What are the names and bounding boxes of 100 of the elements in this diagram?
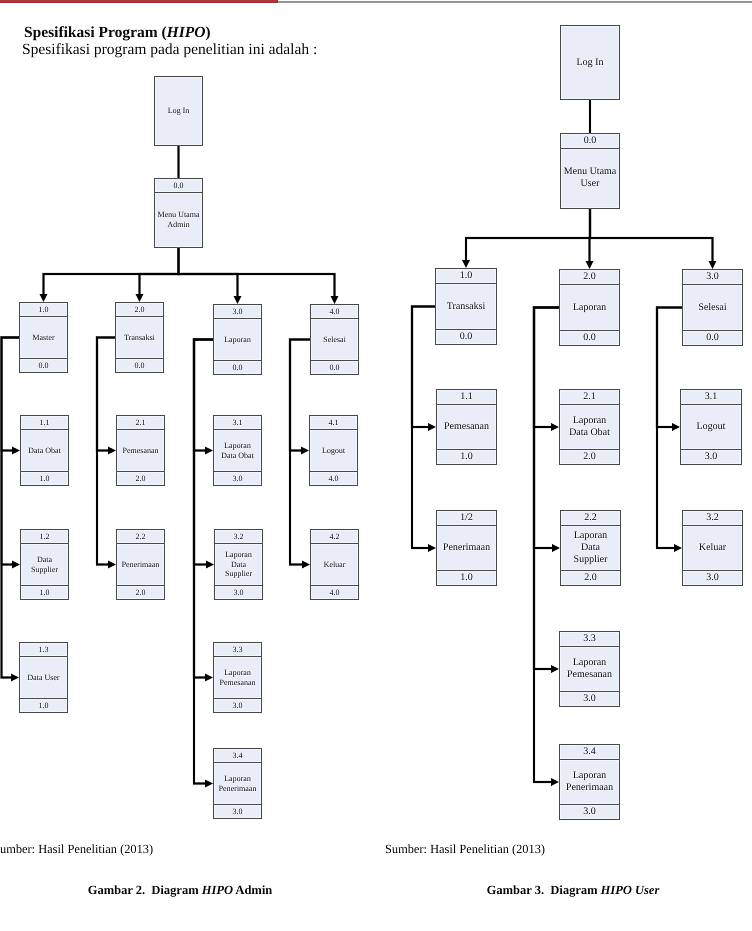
module-name: Laporan bbox=[572, 302, 606, 314]
hipo-box bbox=[154, 76, 203, 146]
connector-line bbox=[588, 100, 592, 133]
module-number: 2.1 bbox=[136, 418, 146, 426]
module-number: 3.4 bbox=[232, 752, 242, 760]
module-number: 4.0 bbox=[330, 308, 340, 316]
module-number: 2.2 bbox=[584, 513, 597, 523]
module-name: Pemesanan bbox=[444, 421, 489, 433]
module-number: 4.2 bbox=[330, 532, 340, 540]
module-name: Laporan Penerimaan bbox=[564, 770, 614, 794]
hipo-box bbox=[559, 631, 620, 707]
parent-number: 2.0 bbox=[584, 573, 597, 583]
parent-number: 0.0 bbox=[330, 364, 340, 372]
module-name: Master bbox=[32, 332, 55, 342]
parent-number: 3.0 bbox=[583, 694, 596, 704]
hipo-box bbox=[20, 415, 69, 486]
parent-number: 3.0 bbox=[232, 474, 242, 482]
arrow bbox=[532, 306, 559, 786]
module-name: Penerimaan bbox=[122, 560, 160, 570]
module-number: 3.1 bbox=[232, 418, 242, 426]
parent-number: 3.0 bbox=[706, 573, 719, 583]
hipo-box bbox=[20, 529, 69, 600]
source-note: Sumber: Hasil Penelitian (2013) bbox=[385, 842, 546, 856]
module-name: Data Supplier bbox=[30, 555, 60, 574]
module-name: Log In bbox=[168, 106, 190, 116]
parent-number: 3.0 bbox=[704, 452, 718, 462]
module-name: Laporan Data Obat bbox=[568, 415, 611, 439]
module-number: 3.3 bbox=[232, 646, 242, 654]
module-number: 4.1 bbox=[328, 418, 338, 426]
hipo-box bbox=[214, 529, 263, 600]
parent-number: 0.0 bbox=[134, 362, 144, 370]
module-name: Data Obat bbox=[28, 446, 61, 456]
module-name: Data User bbox=[27, 672, 60, 682]
module-number: 0.0 bbox=[174, 182, 184, 190]
module-name: Laporan Data Obat bbox=[220, 441, 255, 460]
hipo-box bbox=[560, 510, 621, 586]
module-name: Transaksi bbox=[124, 332, 155, 342]
hipo-box bbox=[682, 510, 743, 586]
hipo-box bbox=[213, 642, 262, 713]
module-number: 3.3 bbox=[583, 634, 596, 644]
parent-number: 0.0 bbox=[583, 333, 596, 343]
arrow bbox=[177, 248, 338, 304]
hipo-box bbox=[115, 302, 164, 373]
hipo-box bbox=[213, 748, 262, 819]
module-name: Selesai bbox=[323, 334, 346, 344]
arrow bbox=[588, 209, 716, 269]
parent-number: 0.0 bbox=[706, 333, 719, 343]
hipo-box bbox=[213, 304, 262, 375]
hipo-box bbox=[310, 529, 359, 600]
module-number: 2.0 bbox=[134, 306, 144, 314]
intro-text: Spesifikasi program pada penelitian ini adalah : bbox=[22, 41, 318, 59]
arrow bbox=[288, 338, 310, 568]
hipo-box bbox=[682, 269, 743, 346]
module-number: 0.0 bbox=[584, 136, 596, 146]
module-name: Pemesanan bbox=[122, 446, 158, 456]
module-name: Selesai bbox=[698, 302, 727, 314]
parent-number: 0.0 bbox=[38, 362, 48, 370]
module-number: 1.0 bbox=[38, 306, 48, 314]
hipo-box bbox=[213, 415, 262, 486]
parent-number: 4.0 bbox=[328, 474, 338, 482]
hipo-box bbox=[154, 178, 203, 248]
module-name: Laporan Pemesanan bbox=[566, 657, 613, 681]
module-name: Laporan bbox=[224, 334, 251, 344]
arrow bbox=[410, 305, 436, 552]
hipo-box bbox=[116, 529, 165, 600]
module-name: Log In bbox=[576, 56, 604, 68]
figure-caption: Gambar 2. Diagram HIPO Admin bbox=[88, 883, 272, 898]
module-name: Penerimaan bbox=[442, 542, 490, 554]
parent-number: 2.0 bbox=[136, 474, 146, 482]
module-number: 3.2 bbox=[234, 532, 244, 540]
hipo-box bbox=[559, 389, 620, 465]
hipo-box bbox=[680, 389, 742, 465]
hipo-box bbox=[436, 389, 497, 465]
parent-number: 0.0 bbox=[460, 332, 472, 342]
module-number: 1.1 bbox=[460, 392, 473, 402]
module-number: 2.1 bbox=[583, 392, 596, 402]
module-name: Transaksi bbox=[446, 300, 486, 312]
module-name: Laporan Penerimaan bbox=[218, 774, 258, 793]
parent-number: 1.0 bbox=[460, 452, 473, 462]
module-number: 1.0 bbox=[460, 271, 472, 281]
arrow bbox=[0, 336, 19, 682]
hipo-box bbox=[309, 415, 358, 486]
hipo-box bbox=[310, 304, 359, 375]
module-number: 1.3 bbox=[38, 646, 48, 654]
module-number: 1/2 bbox=[460, 513, 473, 523]
connector-line bbox=[177, 146, 180, 178]
hipo-box bbox=[435, 268, 497, 345]
parent-number: 2.0 bbox=[583, 452, 596, 462]
parent-number: 3.0 bbox=[583, 807, 596, 817]
module-number: 1.1 bbox=[40, 418, 50, 426]
hipo-box bbox=[560, 133, 620, 209]
module-name: Menu Utama User bbox=[562, 166, 618, 190]
parent-number: 1.0 bbox=[38, 702, 48, 710]
arrow bbox=[96, 336, 116, 568]
section-heading: Spesifikasi Program (HIPO) bbox=[24, 24, 211, 42]
hipo-box bbox=[559, 269, 620, 346]
module-name: Laporan Data Supplier bbox=[224, 550, 254, 579]
hipo-box bbox=[19, 302, 68, 373]
module-name: Laporan Data Supplier bbox=[572, 530, 608, 566]
module-number: 3.4 bbox=[583, 747, 596, 757]
